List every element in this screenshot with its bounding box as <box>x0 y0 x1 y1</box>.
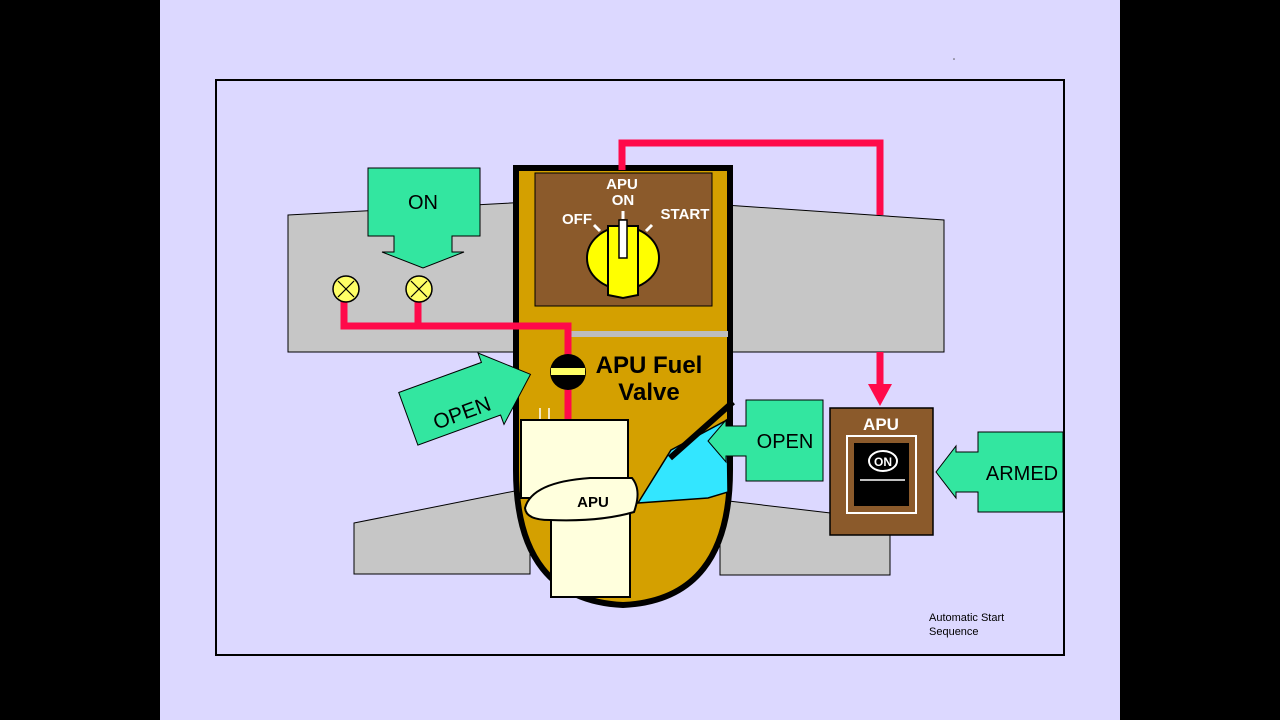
caption-line2: Sequence <box>929 626 979 638</box>
callout-fuel-valve-open <box>398 352 532 446</box>
selector-label-apu: APU <box>606 176 638 193</box>
caption-line1: Automatic Start <box>929 612 1004 624</box>
slide: APU ON OFF START APU Fuel Valve APU ON O… <box>160 0 1120 720</box>
off-tick <box>592 223 602 233</box>
air-inlet-door <box>668 399 735 461</box>
callout-inlet-door-open <box>707 399 824 482</box>
fuel-valve-label-line2: Valve <box>618 379 679 406</box>
air-inlet-duct <box>636 418 729 504</box>
apu-switch-frame <box>846 435 917 514</box>
apu-switch-on-label: ON <box>874 455 892 469</box>
callout-lights-on-label: ON <box>408 192 438 214</box>
diagram-frame <box>215 79 1065 656</box>
wire-selector-to-apu-switch <box>618 139 884 215</box>
indicator-light-left <box>332 275 360 303</box>
apu-start-diagram: APU ON OFF START APU Fuel Valve APU ON O… <box>215 58 1065 656</box>
selector-knob[interactable] <box>586 219 660 300</box>
upper-wing-right <box>724 204 945 353</box>
callout-lights-on <box>367 167 481 269</box>
stray-dot <box>953 58 955 60</box>
apu-switch-on-button[interactable] <box>868 450 898 472</box>
apu-unit-label: APU <box>577 494 609 511</box>
fuel-valve-icon <box>550 354 586 390</box>
start-tick <box>644 223 654 233</box>
indicator-light-right <box>405 275 433 303</box>
lower-wing <box>353 487 531 575</box>
callout-inlet-door-open-label: OPEN <box>757 431 814 453</box>
apu-unit <box>523 477 639 522</box>
callout-armed <box>935 431 1064 513</box>
callout-armed-label: ARMED <box>986 463 1058 485</box>
selector-label-start: START <box>661 206 710 223</box>
selector-label-on: ON <box>612 192 635 209</box>
fuel-valve-label-line1: APU Fuel <box>596 352 703 379</box>
selector-label-off: OFF <box>562 211 592 228</box>
apu-switch-title: APU <box>863 415 899 434</box>
wire-arrowhead <box>868 384 892 406</box>
